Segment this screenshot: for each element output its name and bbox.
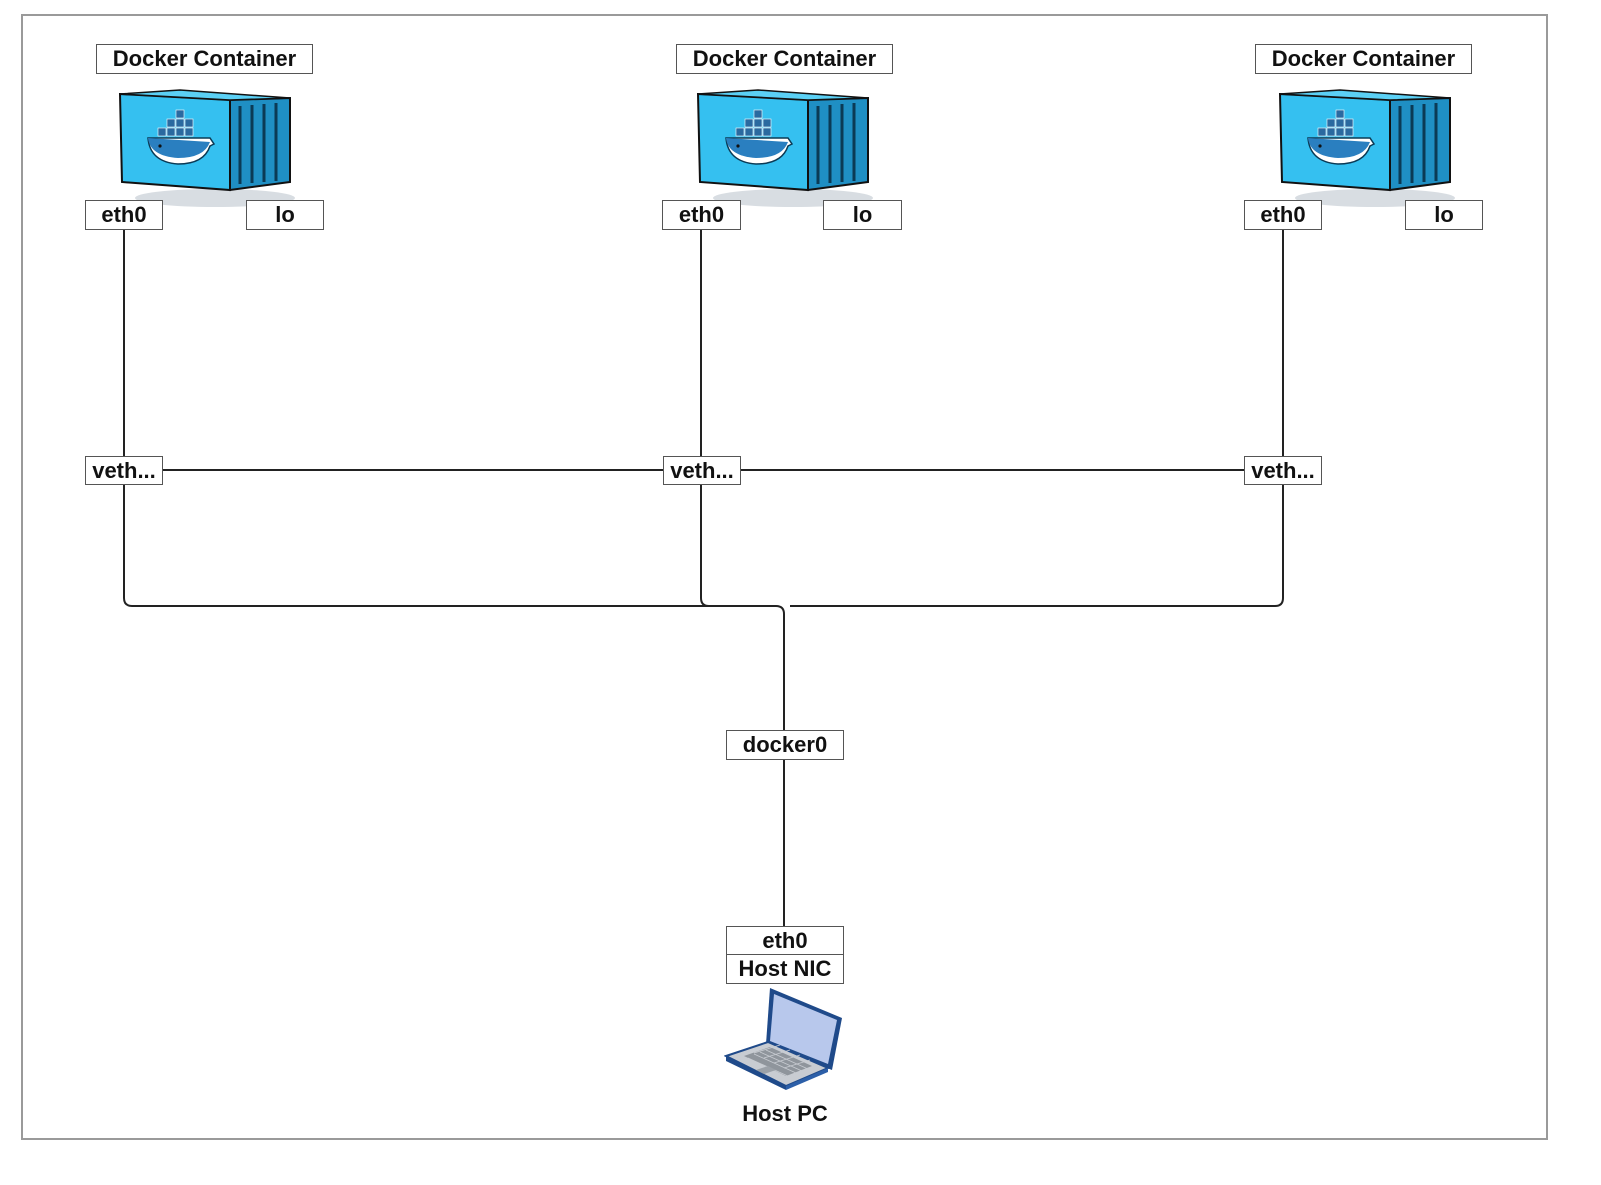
docker0-bridge: docker0 <box>726 730 844 760</box>
link-bus-docker0 <box>775 605 785 730</box>
laptop-icon <box>724 988 842 1090</box>
veth-interface-1: veth... <box>85 456 163 485</box>
host-eth0-interface: eth0 <box>726 926 844 955</box>
docker-container-icon <box>696 89 873 207</box>
lo-interface-1: lo <box>246 200 324 230</box>
diagram-frame <box>21 14 1548 1140</box>
link-veth-3-bus <box>790 484 1284 607</box>
container-title-2: Docker Container <box>676 44 893 74</box>
host-nic: Host NIC <box>726 954 844 984</box>
container-title-3: Docker Container <box>1255 44 1472 74</box>
eth0-interface-3: eth0 <box>1244 200 1322 230</box>
lo-interface-2: lo <box>823 200 902 230</box>
eth0-interface-2: eth0 <box>662 200 741 230</box>
veth-interface-2: veth... <box>663 456 741 485</box>
link-veth-2-bus <box>700 484 776 607</box>
docker-container-icon <box>118 89 295 207</box>
docker-container-icon <box>1278 89 1455 207</box>
veth-interface-3: veth... <box>1244 456 1322 485</box>
lo-interface-3: lo <box>1405 200 1483 230</box>
link-veth-1-bus <box>123 484 776 607</box>
eth0-interface-1: eth0 <box>85 200 163 230</box>
host-pc-label: Host PC <box>742 1101 828 1126</box>
container-title-1: Docker Container <box>96 44 313 74</box>
